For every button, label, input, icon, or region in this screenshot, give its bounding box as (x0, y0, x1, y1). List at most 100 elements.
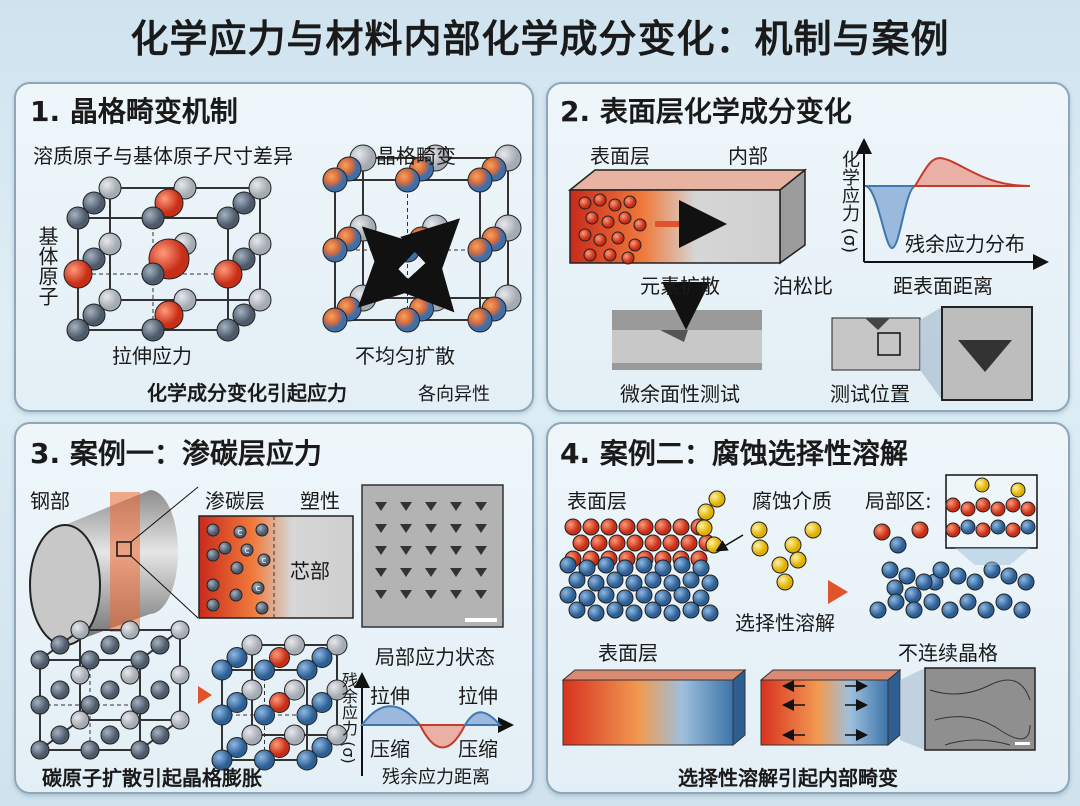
atom (708, 490, 726, 508)
atom (654, 589, 672, 607)
core-label: 芯部 (290, 559, 330, 583)
anisotropy-label: 各向异性 (418, 384, 490, 405)
atom (654, 518, 672, 536)
stress-distance-label: 残余应力距离 (382, 767, 490, 788)
atom (873, 523, 891, 541)
atom (616, 589, 634, 607)
atom (254, 749, 275, 771)
atom (206, 598, 220, 612)
atom (616, 559, 634, 577)
uneven-diffusion-label: 不均匀扩散 (355, 344, 455, 368)
surface-atoms-cluster (559, 490, 822, 622)
lattice-after (211, 634, 348, 771)
atom (232, 191, 256, 215)
atom (603, 248, 617, 262)
atom (141, 262, 165, 286)
indent (400, 502, 412, 511)
atom (587, 604, 605, 622)
atom (50, 680, 70, 700)
lattice-distortion-label: 晶格畸变 (376, 144, 456, 168)
atom (130, 650, 150, 670)
atom (395, 237, 420, 263)
indent (450, 524, 462, 533)
atom (975, 497, 991, 513)
atom (941, 601, 959, 619)
atom (100, 680, 120, 700)
atom (789, 551, 807, 569)
atom (170, 620, 190, 640)
atom (311, 692, 333, 713)
atom (269, 692, 290, 713)
atom (206, 578, 220, 592)
atom (70, 620, 90, 640)
indent (475, 546, 487, 555)
panel3-heading: 3. 案例一：渗碳层应力 (30, 437, 322, 470)
atom (945, 497, 961, 513)
atom (170, 665, 190, 685)
atom (644, 601, 662, 619)
atom (911, 521, 929, 539)
atom (923, 593, 941, 611)
atom (960, 519, 976, 535)
diffusing-atoms (578, 193, 647, 265)
atom (625, 574, 643, 592)
atom (705, 536, 723, 554)
atom (751, 539, 769, 557)
atom (682, 571, 700, 589)
atom (150, 725, 170, 745)
indent (425, 568, 437, 577)
atom (945, 522, 961, 538)
atom (255, 523, 269, 537)
atom (326, 724, 348, 746)
atom (30, 650, 50, 670)
atom (395, 167, 420, 193)
atom (673, 586, 691, 604)
carburized-inset (198, 515, 354, 619)
atom (635, 556, 653, 574)
selective-dissolution-label: 选择性溶解 (735, 611, 835, 635)
atom (673, 556, 691, 574)
atom (70, 665, 90, 685)
indent (450, 502, 462, 511)
residual-stress-axis-label: 残余应力 (σ) (339, 672, 358, 764)
panel1-heading: 1. 晶格畸变机制 (30, 95, 238, 128)
atom (578, 196, 592, 210)
local-zone-label: 局部区: (865, 489, 932, 513)
atom (226, 737, 248, 758)
indent (375, 524, 387, 533)
atom (218, 541, 232, 555)
atom (635, 586, 653, 604)
poisson-ratio-label: 泊松比 (773, 274, 833, 298)
atom (633, 218, 647, 232)
atom (141, 318, 165, 342)
atom (30, 695, 50, 715)
surface-layer-top-label: 表面层 (567, 489, 627, 513)
atom (296, 659, 318, 681)
corrosion-medium-label: 腐蚀介质 (752, 489, 832, 513)
atom (240, 543, 254, 557)
atom (583, 248, 597, 262)
atom (206, 523, 220, 537)
atom (601, 215, 615, 229)
atom (932, 561, 950, 579)
atom (395, 307, 420, 333)
atom (771, 556, 789, 574)
interior-label: 内部 (728, 144, 768, 168)
atom (284, 634, 305, 656)
gradient-bar-plain (561, 668, 747, 747)
atom (692, 589, 710, 607)
atom (322, 307, 348, 333)
atom (229, 588, 243, 602)
discontinuous-lattice-label: 不连续晶格 (898, 641, 998, 665)
chem-stress-axis-label: 化学应力 (σ) (839, 150, 860, 254)
tensile-stress-label: 拉伸应力 (112, 344, 192, 368)
atom (1017, 573, 1035, 591)
lattice-solute-atoms (63, 176, 272, 342)
surface-layer-bottom-label: 表面层 (598, 641, 658, 665)
indent (475, 502, 487, 511)
atom (784, 536, 802, 554)
atom (1010, 482, 1026, 498)
atom (232, 303, 256, 327)
indent (450, 568, 462, 577)
